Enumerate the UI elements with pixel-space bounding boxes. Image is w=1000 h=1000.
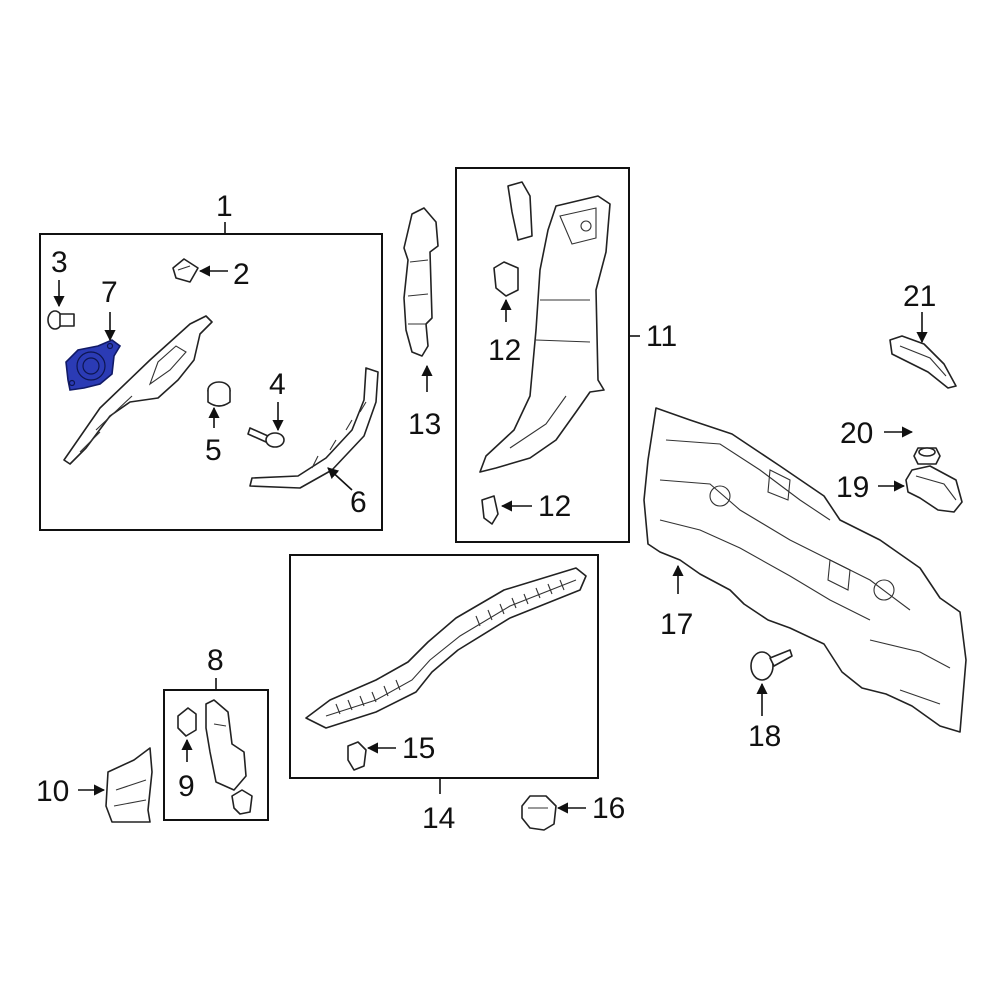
bracket-8: [205, 699, 247, 791]
group-14: 14 15: [289, 554, 599, 835]
group-8: 8 9: [163, 644, 269, 821]
callout-18: 18: [748, 720, 781, 753]
callout-17: 17: [660, 608, 693, 641]
part-13: [403, 207, 439, 357]
callout-16: 16: [592, 792, 625, 825]
group-11: 11 12 12: [455, 167, 677, 543]
callout-12-upper: 12: [488, 334, 521, 367]
callout-10: 10: [36, 775, 69, 808]
callout-11: 11: [646, 320, 677, 353]
callout-9: 9: [178, 770, 195, 803]
callout-21: 21: [903, 280, 936, 313]
part-4-bolt: [247, 427, 285, 448]
part-9-clip: [177, 707, 197, 737]
part-2-clip: [172, 258, 199, 283]
group-1-box: [39, 233, 383, 531]
callout-6: 6: [350, 486, 367, 519]
part-5-plug: [207, 381, 231, 407]
pillar-trim-large: [479, 195, 611, 473]
callout-4: 4: [269, 368, 286, 401]
leader-6: [327, 467, 353, 491]
bracket-upper: [507, 181, 533, 241]
callout-14: 14: [422, 802, 455, 835]
part-3-screw: [47, 310, 75, 330]
part-10: [105, 747, 153, 823]
part-19: [905, 465, 963, 513]
part-12-clip-lower: [481, 495, 499, 525]
callout-3: 3: [51, 246, 68, 279]
group-14-box: [289, 554, 599, 779]
callout-5: 5: [205, 434, 222, 467]
callout-1: 1: [216, 190, 233, 223]
callout-19: 19: [836, 471, 869, 504]
group-1: 1 2 3 7: [39, 190, 383, 531]
part-16: [521, 795, 557, 831]
part-12-clip-upper: [493, 261, 519, 297]
callout-7: 7: [101, 276, 118, 309]
part-7-highlighted: [65, 339, 122, 391]
callout-8: 8: [207, 644, 224, 677]
callout-20: 20: [840, 417, 873, 450]
part-18-pin: [750, 649, 793, 681]
callout-15: 15: [402, 732, 435, 765]
callout-12-lower: 12: [538, 490, 571, 523]
callout-13: 13: [408, 408, 441, 441]
part-17-back-panel: [643, 407, 967, 733]
part-15-clip: [347, 741, 367, 771]
part-6-strip: [249, 367, 379, 489]
part-20-nut: [913, 447, 941, 465]
scuff-plate: [305, 567, 587, 729]
callout-2: 2: [233, 258, 250, 291]
clip-8-small: [231, 789, 253, 815]
group-11-box: [455, 167, 630, 543]
pillar-trim: [63, 315, 213, 465]
part-21: [889, 335, 957, 389]
